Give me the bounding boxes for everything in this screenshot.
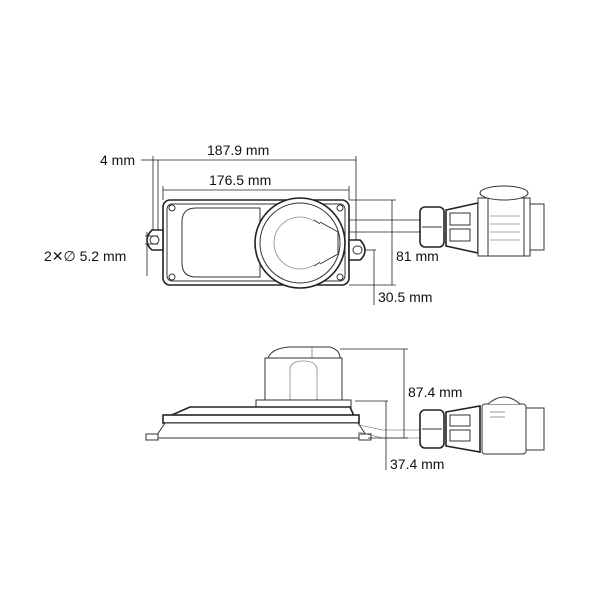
overall-width-label: 187.9 mm <box>207 142 270 158</box>
body-height-label: 37.4 mm <box>390 456 445 472</box>
side-view-drawing <box>145 346 545 470</box>
total-height-label: 87.4 mm <box>408 384 463 400</box>
ear-offset-label: 4 mm <box>100 152 135 168</box>
hole-offset-label: 30.5 mm <box>378 289 433 305</box>
top-view-drawing <box>141 156 545 305</box>
body-width-label: 176.5 mm <box>209 172 272 188</box>
height-label: 81 mm <box>396 248 439 264</box>
mount-hole-label: 2✕∅ 5.2 mm <box>44 248 127 264</box>
